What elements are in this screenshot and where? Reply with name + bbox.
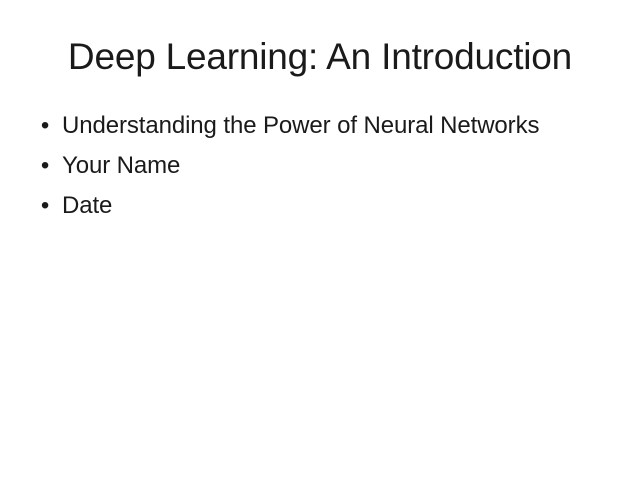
bullet-dot-icon: • [40, 112, 50, 139]
list-item-label: Date [62, 192, 113, 219]
bullet-list: • Understanding the Power of Neural Netw… [30, 110, 610, 222]
page-title: Deep Learning: An Introduction [67, 36, 573, 77]
list-item[interactable]: • Date [30, 190, 610, 222]
bullet-dot-icon: • [40, 192, 50, 219]
bullet-dot-icon: • [40, 152, 50, 179]
list-item[interactable]: • Your Name [30, 150, 610, 182]
list-item[interactable]: • Understanding the Power of Neural Netw… [30, 110, 610, 142]
list-item-label: Understanding the Power of Neural Networ… [62, 112, 540, 139]
list-item-label: Your Name [62, 152, 181, 179]
